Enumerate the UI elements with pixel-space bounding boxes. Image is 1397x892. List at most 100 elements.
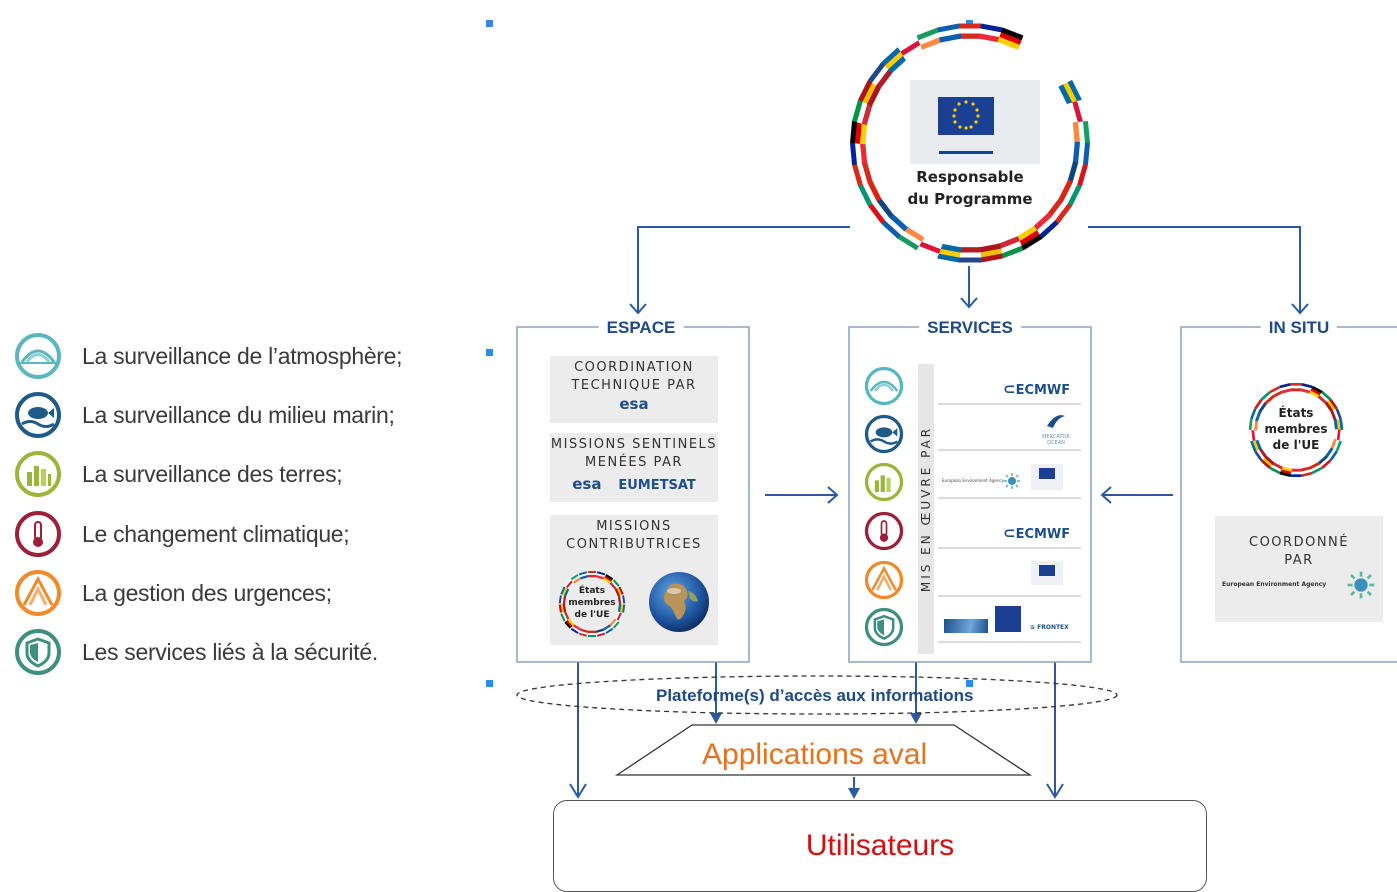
coordinated-by-line2: PAR — [1284, 553, 1314, 568]
programme-owner-line2: du Programme — [907, 190, 1033, 208]
emsa-logo — [944, 619, 988, 633]
flag-tile — [1330, 438, 1342, 452]
atmosphere-icon — [864, 366, 904, 406]
flag-tile — [1290, 383, 1302, 392]
eea-sun-icon — [1347, 571, 1375, 599]
flag-tile — [1248, 429, 1259, 442]
flag-tile — [570, 624, 581, 634]
flag-tile — [916, 236, 943, 259]
flag-tile — [1309, 385, 1323, 399]
eea-logo-small: European Environment Agency — [942, 478, 1004, 483]
flag-tile — [1299, 466, 1313, 477]
marker — [486, 680, 493, 687]
flag-tile — [1279, 383, 1293, 394]
frontex-logo: ≋ FRONTEX — [1030, 624, 1069, 631]
implemented-by-text: MIS EN ŒUVRE PAR — [919, 425, 933, 593]
arrow-to-espace — [637, 226, 850, 312]
member-states-line3: de l'UE — [574, 610, 610, 620]
marine-icon — [15, 392, 61, 438]
flag-tile — [1067, 99, 1088, 126]
flag-tile — [1260, 391, 1275, 405]
legend-item-marine: La surveillance du milieu marin; — [14, 390, 395, 440]
flag-tile — [1015, 225, 1043, 251]
flag-tile — [978, 243, 1003, 263]
sentinel-missions-line1: MISSIONS SENTINELS — [550, 437, 718, 452]
member-states-line2: membres — [1264, 422, 1328, 436]
flag-tile — [578, 628, 589, 637]
flag-tile — [558, 595, 567, 605]
flag-tile — [849, 121, 868, 145]
legend-item-atmosphere: La surveillance de l’atmosphère; — [14, 331, 403, 381]
flag-tile — [1058, 79, 1082, 107]
legend-item-emergency: La gestion des urgences; — [14, 568, 332, 618]
flag-tile — [852, 160, 873, 187]
flag-tile — [1309, 461, 1323, 475]
espace-title: ESPACE — [598, 318, 684, 338]
flag-tile — [1324, 447, 1338, 462]
coordination-box: COORDINATION TECHNIQUE PAR esa — [550, 356, 718, 423]
legend-label: Le changement climatique; — [82, 520, 350, 547]
atmosphere-icon — [15, 333, 61, 379]
eu-flag-ring — [849, 23, 1091, 263]
member-states-line1: États — [578, 586, 606, 596]
sentinel-missions-box: MISSIONS SENTINELS MENÉES PAR esa EUMETS… — [550, 433, 718, 502]
connector-lines — [516, 226, 1397, 799]
flag-tile — [1250, 438, 1262, 452]
flag-tile — [959, 247, 981, 263]
flag-tile — [1058, 179, 1082, 207]
land-icon — [864, 462, 904, 502]
marker — [486, 20, 493, 27]
flag-tile — [868, 197, 894, 224]
services-title: SERVICES — [919, 318, 1021, 338]
coordination-line2: TECHNIQUE PAR — [571, 378, 697, 393]
flag-tile — [588, 630, 596, 637]
flag-tile — [1299, 383, 1313, 394]
flag-tile — [588, 571, 596, 578]
flag-tile — [1269, 461, 1283, 475]
ec-logo-small — [995, 606, 1021, 632]
ec-logo-small — [1031, 561, 1063, 585]
flag-tile — [1324, 398, 1338, 413]
programme-owner-label: Responsable du Programme — [905, 166, 1035, 210]
flag-tile — [997, 27, 1024, 50]
eea-sun-icon — [1004, 473, 1020, 489]
marker — [486, 349, 493, 356]
flag-tile — [564, 618, 575, 629]
security-icon — [864, 607, 904, 647]
ec-logo-small — [1031, 464, 1063, 490]
eumetsat-logo: EUMETSAT — [618, 478, 696, 493]
flag-tile — [868, 62, 894, 89]
flag-tile — [881, 47, 908, 74]
insitu-title: IN SITU — [1260, 318, 1338, 338]
marker — [966, 680, 973, 687]
flag-tile — [1046, 197, 1072, 224]
legend-label: La surveillance du milieu marin; — [82, 401, 395, 428]
coordinated-by-line1: COORDONNÉ — [1249, 535, 1349, 550]
earth-globe-icon — [649, 572, 709, 632]
legend-label: La surveillance des terres; — [82, 460, 343, 487]
flag-tile — [1072, 121, 1091, 145]
platform-ellipse — [516, 675, 1118, 715]
contributing-missions-line2: CONTRIBUTRICES — [566, 537, 702, 552]
land-icon — [15, 451, 61, 497]
flag-tile — [614, 611, 624, 622]
flag-tile — [595, 628, 606, 637]
flag-tile — [570, 574, 581, 584]
flag-tile — [1254, 398, 1268, 413]
flag-tile — [916, 27, 943, 50]
member-states-caption: États membres de l'UE — [562, 585, 622, 621]
flag-tile — [560, 611, 570, 622]
flag-tile — [897, 225, 925, 251]
climate-icon — [15, 511, 61, 557]
flag-tile — [858, 179, 882, 207]
flag-tile — [1248, 418, 1259, 431]
flag-tile — [1333, 429, 1344, 442]
legend-item-climate: Le changement climatique; — [14, 509, 350, 559]
coordination-line1: COORDINATION — [574, 360, 694, 375]
flag-tile — [595, 571, 606, 580]
legend-item-land: La surveillance des terres; — [14, 449, 343, 499]
flag-tile — [609, 579, 620, 590]
emergency-icon — [15, 570, 61, 616]
ecmwf-logo: ⊂ECMWF — [1003, 380, 1071, 398]
coordinated-by-box: COORDONNÉ PAR — [1215, 516, 1383, 622]
